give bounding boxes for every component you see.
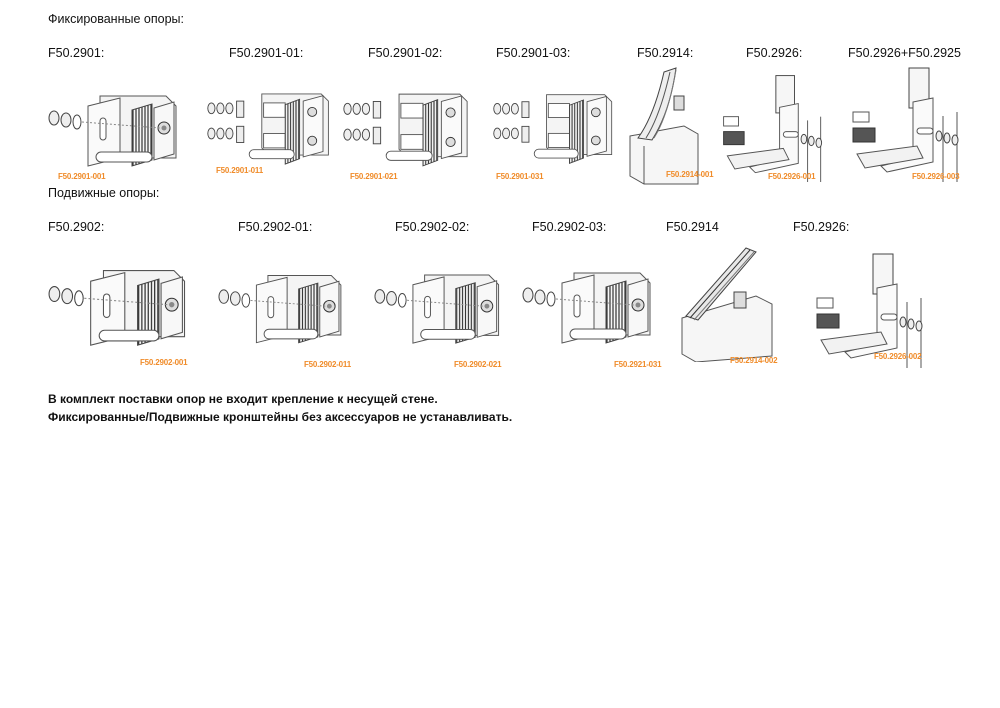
- support-illustration-sliding-3: F50.2902-021: [374, 266, 524, 372]
- part-code: F50.2914-002: [730, 356, 778, 365]
- support-illustration-sliding-4: F50.2921-031: [522, 264, 676, 374]
- sliding-label-1: F50.2902:: [48, 220, 105, 234]
- fixed-label-7: F50.2926+F50.2925: [848, 46, 961, 60]
- support-illustration-fixed-5: F50.2914-001: [624, 66, 714, 186]
- fixed-label-3: F50.2901-02:: [368, 46, 443, 60]
- sliding-label-5: F50.2914: [666, 220, 719, 234]
- fixed-label-4: F50.2901-03:: [496, 46, 571, 60]
- sliding-section-title: Подвижные опоры:: [48, 186, 160, 200]
- fixed-label-6: F50.2926:: [746, 46, 803, 60]
- note-line-2: Фиксированные/Подвижные кронштейны без а…: [48, 410, 513, 424]
- support-illustration-fixed-2: F50.2901-011: [206, 86, 341, 184]
- part-code: F50.2902-011: [304, 360, 351, 369]
- part-code: F50.2921-031: [614, 360, 662, 369]
- support-illustration-fixed-6: F50.2926-001: [714, 70, 834, 188]
- part-code: F50.2901-011: [216, 166, 263, 175]
- part-code: F50.2901-031: [496, 172, 544, 181]
- support-illustration-sliding-1: F50.2902-001: [48, 262, 208, 372]
- part-code: F50.2902-001: [140, 358, 188, 367]
- part-code: F50.2926-001: [768, 172, 816, 181]
- support-illustration-fixed-3: F50.2901-021: [342, 86, 482, 184]
- support-illustration-sliding-2: F50.2902-011: [218, 266, 368, 372]
- part-code: F50.2926-002: [874, 352, 922, 361]
- support-illustration-fixed-7: F50.2926-003: [846, 62, 976, 188]
- support-illustration-sliding-6: F50.2926-002: [796, 248, 946, 372]
- part-code: F50.2901-001: [58, 172, 106, 181]
- sliding-label-3: F50.2902-02:: [395, 220, 470, 234]
- sliding-label-4: F50.2902-03:: [532, 220, 607, 234]
- support-illustration-sliding-5: F50.2914-002: [676, 234, 780, 374]
- part-code: F50.2902-021: [454, 360, 502, 369]
- fixed-label-1: F50.2901:: [48, 46, 105, 60]
- support-illustration-fixed-4: F50.2901-031: [492, 86, 627, 184]
- support-illustration-fixed-1: F50.2901-001: [48, 88, 198, 186]
- sliding-label-2: F50.2902-01:: [238, 220, 313, 234]
- sliding-label-6: F50.2926:: [793, 220, 850, 234]
- part-code: F50.2901-021: [350, 172, 398, 181]
- fixed-label-2: F50.2901-01:: [229, 46, 304, 60]
- part-code: F50.2926-003: [912, 172, 960, 181]
- note-line-1: В комплект поставки опор не входит крепл…: [48, 392, 438, 406]
- fixed-section-title: Фиксированные опоры:: [48, 12, 184, 26]
- fixed-label-5: F50.2914:: [637, 46, 694, 60]
- part-code: F50.2914-001: [666, 170, 714, 179]
